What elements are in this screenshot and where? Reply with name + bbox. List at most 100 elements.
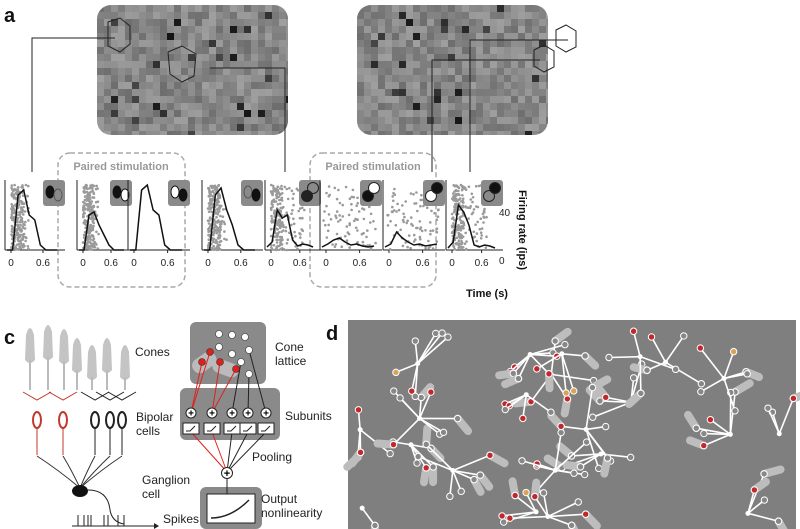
cell-outline (167, 45, 197, 83)
x-tick-label: 0.6 (234, 258, 248, 269)
pixel (125, 131, 132, 135)
pixel (371, 68, 378, 75)
spike-dot (21, 194, 25, 197)
pixel (258, 75, 265, 82)
pixel (181, 33, 188, 40)
pixel (146, 131, 153, 135)
spike-dot (462, 205, 465, 209)
spike-dot (214, 247, 218, 250)
pixel (111, 12, 118, 19)
pixel (181, 61, 188, 68)
pixel (286, 96, 288, 103)
paired-box-a (57, 152, 186, 288)
pixel (258, 110, 265, 117)
spike-dot (404, 200, 408, 203)
pixel (399, 124, 406, 131)
cell-shape (301, 190, 313, 202)
pixel (111, 110, 118, 117)
cone (647, 333, 656, 341)
pixel (525, 26, 532, 33)
cone-link (632, 331, 641, 357)
pixel (392, 33, 399, 40)
pixel (139, 68, 146, 75)
pixel (455, 5, 462, 12)
pixel (448, 33, 455, 40)
arrow-icon (154, 523, 159, 529)
spike-dot (216, 236, 220, 240)
pixel (188, 96, 195, 103)
pixel (462, 26, 469, 33)
pixel (258, 103, 265, 110)
pixel (476, 12, 483, 19)
cone-link (547, 513, 586, 518)
pixel (230, 26, 237, 33)
pixel (427, 68, 434, 75)
pixel (525, 12, 532, 19)
pixel (392, 54, 399, 61)
pixel (392, 103, 399, 110)
pixel (392, 89, 399, 96)
spike-dot (419, 204, 422, 208)
pixel (483, 5, 490, 12)
spike-dot (17, 203, 21, 207)
pixel (174, 103, 181, 110)
spike-dot (275, 238, 278, 242)
spike-dot (271, 203, 274, 207)
spike-dot (463, 186, 467, 190)
pixel (272, 75, 279, 82)
cone (729, 347, 738, 356)
spike-dot (430, 209, 433, 213)
spike-dot (298, 207, 302, 210)
pixel (237, 68, 244, 75)
pixel (265, 131, 272, 135)
pixel (174, 131, 181, 135)
cone-link (521, 460, 556, 472)
pixel (392, 26, 399, 33)
pixel (153, 75, 160, 82)
spike-dot (85, 190, 89, 194)
spike-dot (13, 208, 16, 211)
pixel (209, 110, 216, 117)
pixel (469, 96, 476, 103)
pixel (160, 26, 167, 33)
pool-link (226, 431, 249, 473)
cell-shape (120, 188, 130, 202)
paired-label-b: Paired stimulation (325, 161, 421, 173)
spike-dot (215, 198, 218, 202)
cell-center (408, 442, 414, 448)
pixel (139, 47, 146, 54)
pixel (413, 33, 420, 40)
pixel (455, 82, 462, 89)
spike-dot (335, 216, 338, 220)
spike-dot (217, 184, 220, 187)
spike-dot (219, 225, 222, 228)
spike-dot (471, 200, 474, 204)
pixel (364, 19, 371, 26)
pixel (125, 5, 132, 12)
cell-center (745, 510, 751, 516)
spike-dot (415, 226, 418, 230)
panel-label-c: c (4, 327, 15, 349)
cone (228, 350, 236, 358)
pixel (167, 124, 174, 131)
pixel (448, 75, 455, 82)
pixel (286, 82, 288, 89)
cone-link (517, 354, 531, 379)
pixel (104, 47, 111, 54)
spike-dot (341, 203, 345, 207)
pixel (195, 82, 202, 89)
pixel (469, 33, 476, 40)
pixel (448, 68, 455, 75)
pixel (546, 68, 548, 75)
spike-dot (431, 247, 435, 250)
pixel (497, 75, 504, 82)
cone (432, 329, 440, 338)
y-tick-40: 40 (499, 208, 511, 219)
pixel (237, 26, 244, 33)
pixel (279, 5, 286, 12)
cone-link (723, 378, 736, 412)
pixel (504, 89, 511, 96)
cone (561, 340, 569, 349)
pixel (518, 117, 525, 124)
pixel (279, 47, 286, 54)
